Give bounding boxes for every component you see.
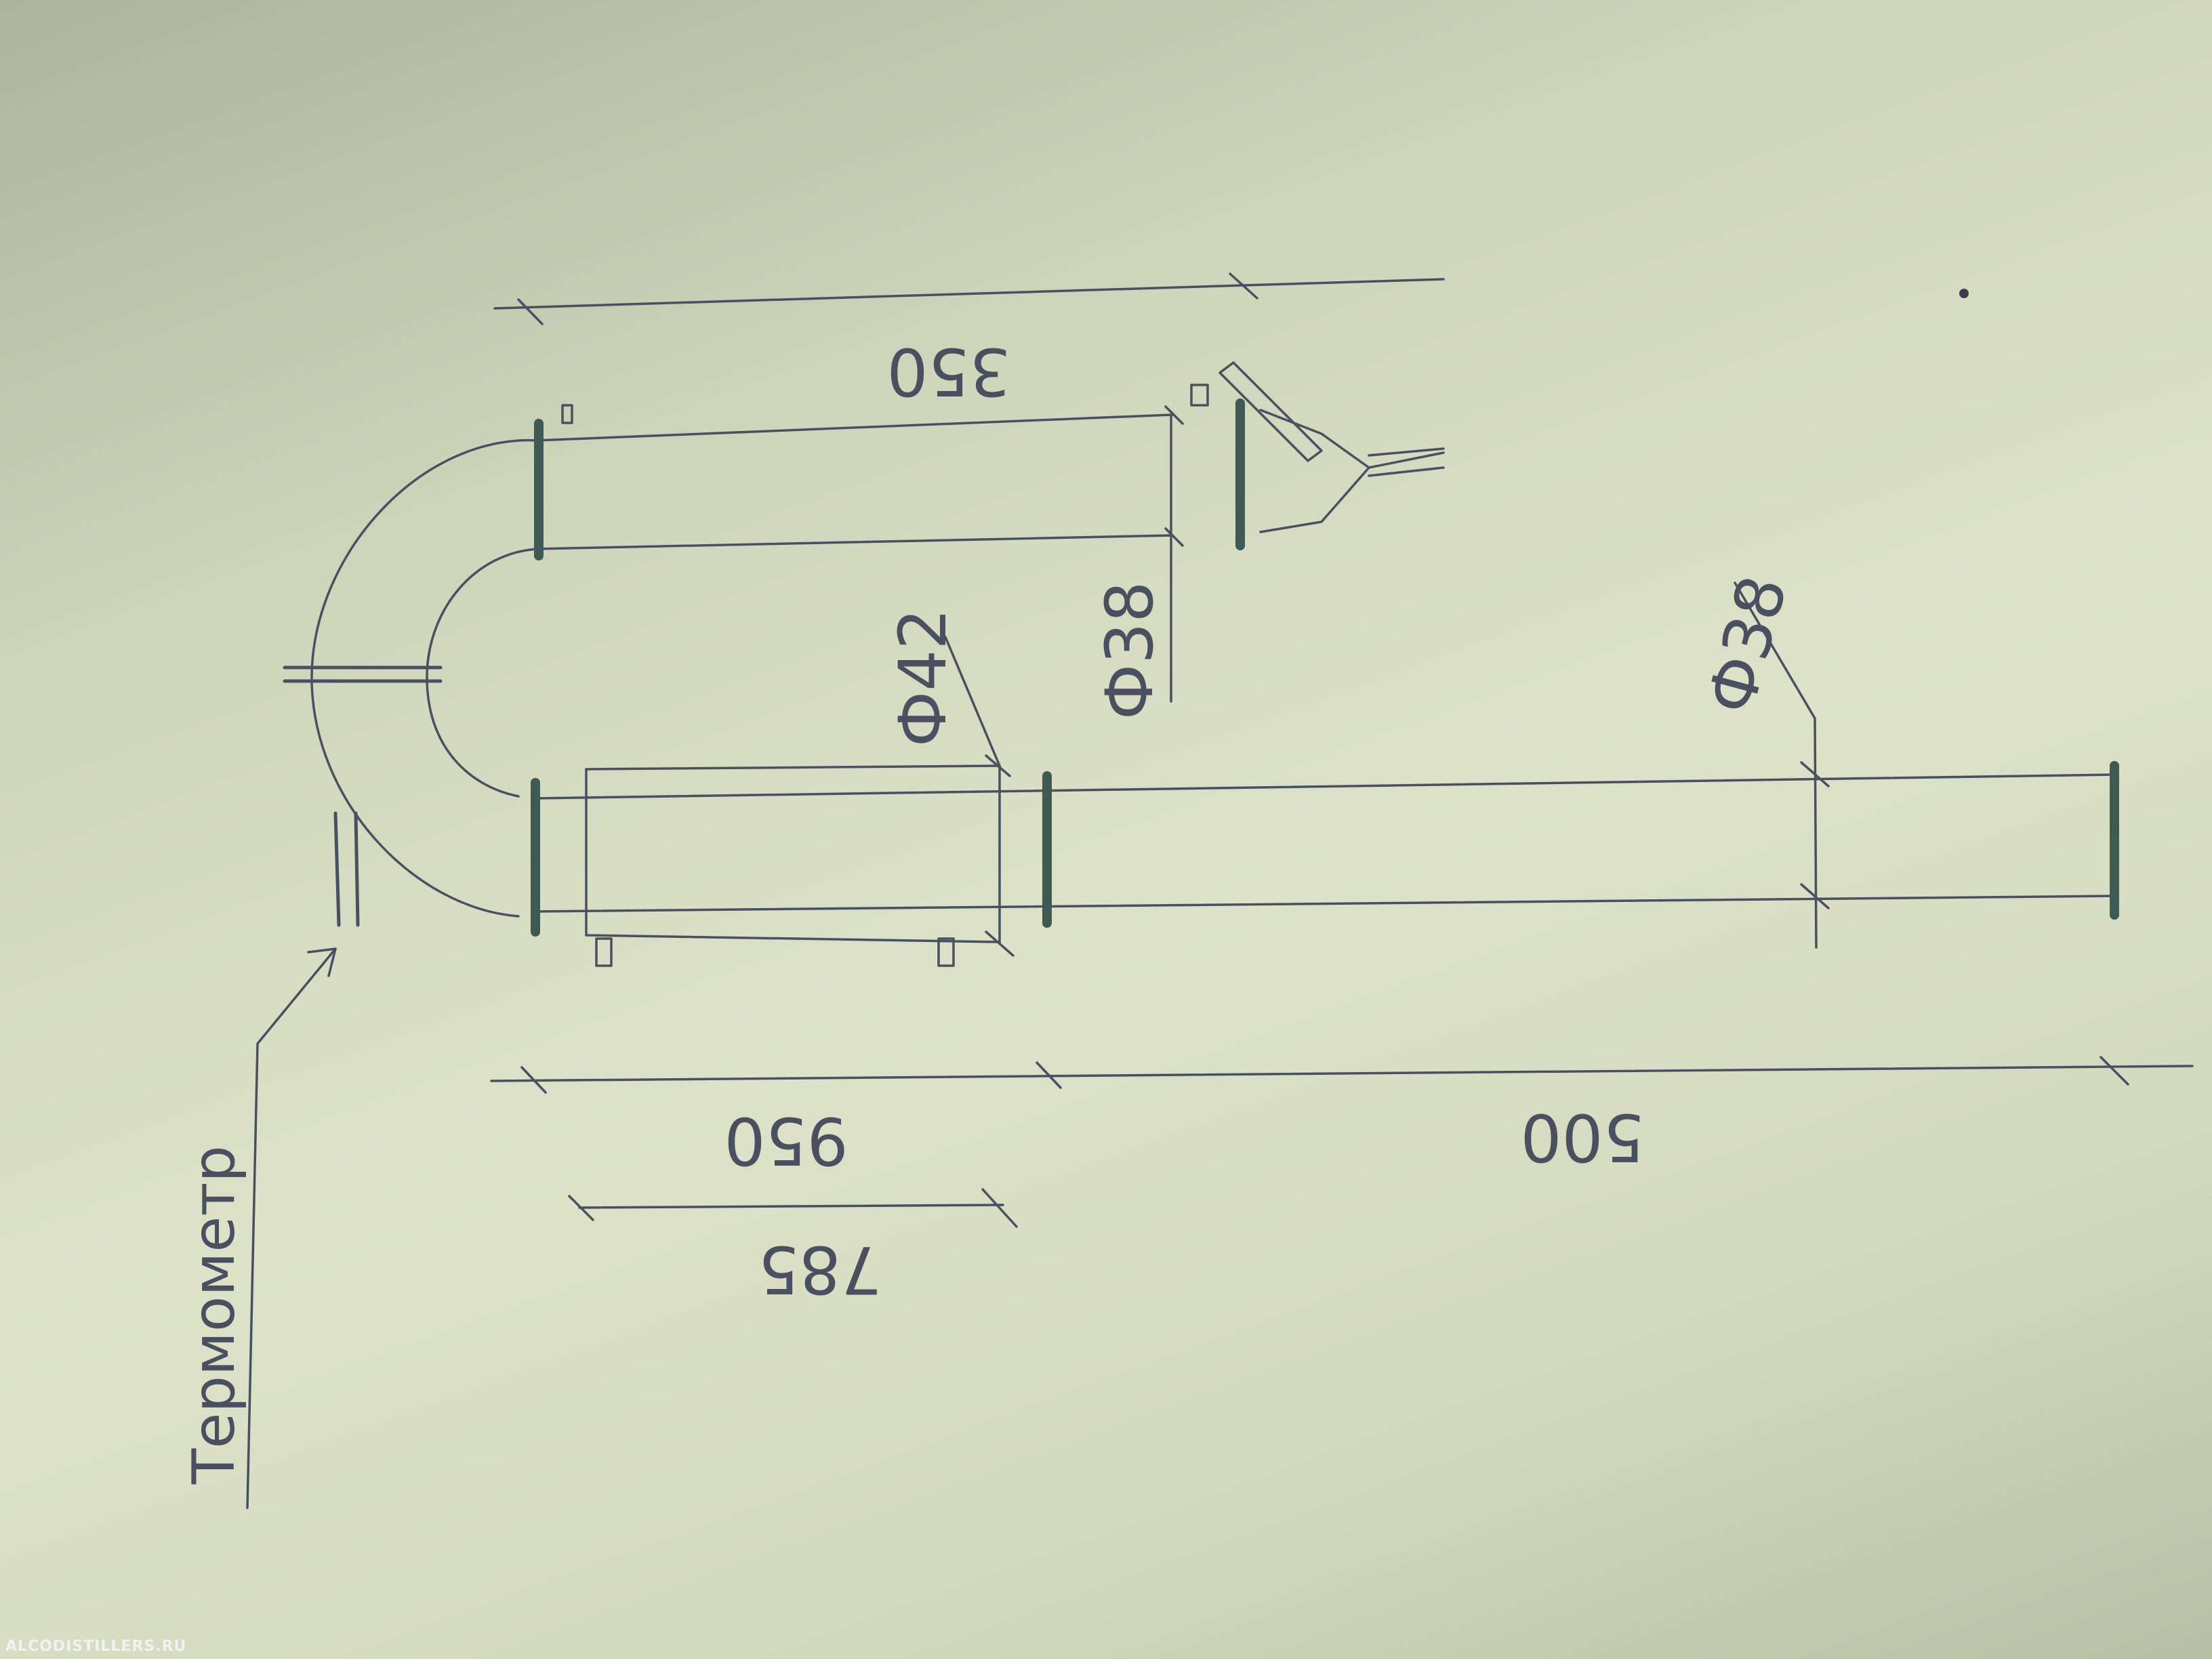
main-pipe [531,761,2119,937]
jacket-diameter-label: Ф42 [885,609,961,747]
dimension-main-diameter: Ф38 [1693,568,1830,949]
ink-dot [1959,289,1969,298]
outlet-cone [1218,361,1445,533]
dimension-785-label: 785 [758,1231,882,1307]
thermometer-label: Термометр [180,1145,248,1485]
watermark: ALCODISTILLERS.RU [5,1638,187,1655]
fitting-jacket-left [595,937,613,967]
dimension-350: 350 [493,272,1445,409]
dimension-785: 785 [568,1188,1018,1307]
fitting-jacket-right [937,937,955,967]
dimension-lower: 950 500 [490,1056,2194,1179]
main-diameter-label: Ф38 [1693,568,1802,722]
return-pipe-upper [534,384,1245,560]
fitting-upper-right [1190,384,1209,407]
dimension-950-label: 950 [724,1103,848,1179]
dimension-350-label: 350 [886,333,1010,409]
return-diameter-label: Ф38 [1092,581,1168,720]
u-bend [283,438,540,927]
jacket-section: Ф42 [585,609,1015,967]
dimension-return-diameter: Ф38 [1092,413,1172,720]
fitting-upper-left [561,404,573,424]
outlet-valve-handle [1218,361,1323,462]
dimension-500-label: 500 [1520,1099,1644,1175]
thermometer-callout: Термометр [180,947,337,1509]
